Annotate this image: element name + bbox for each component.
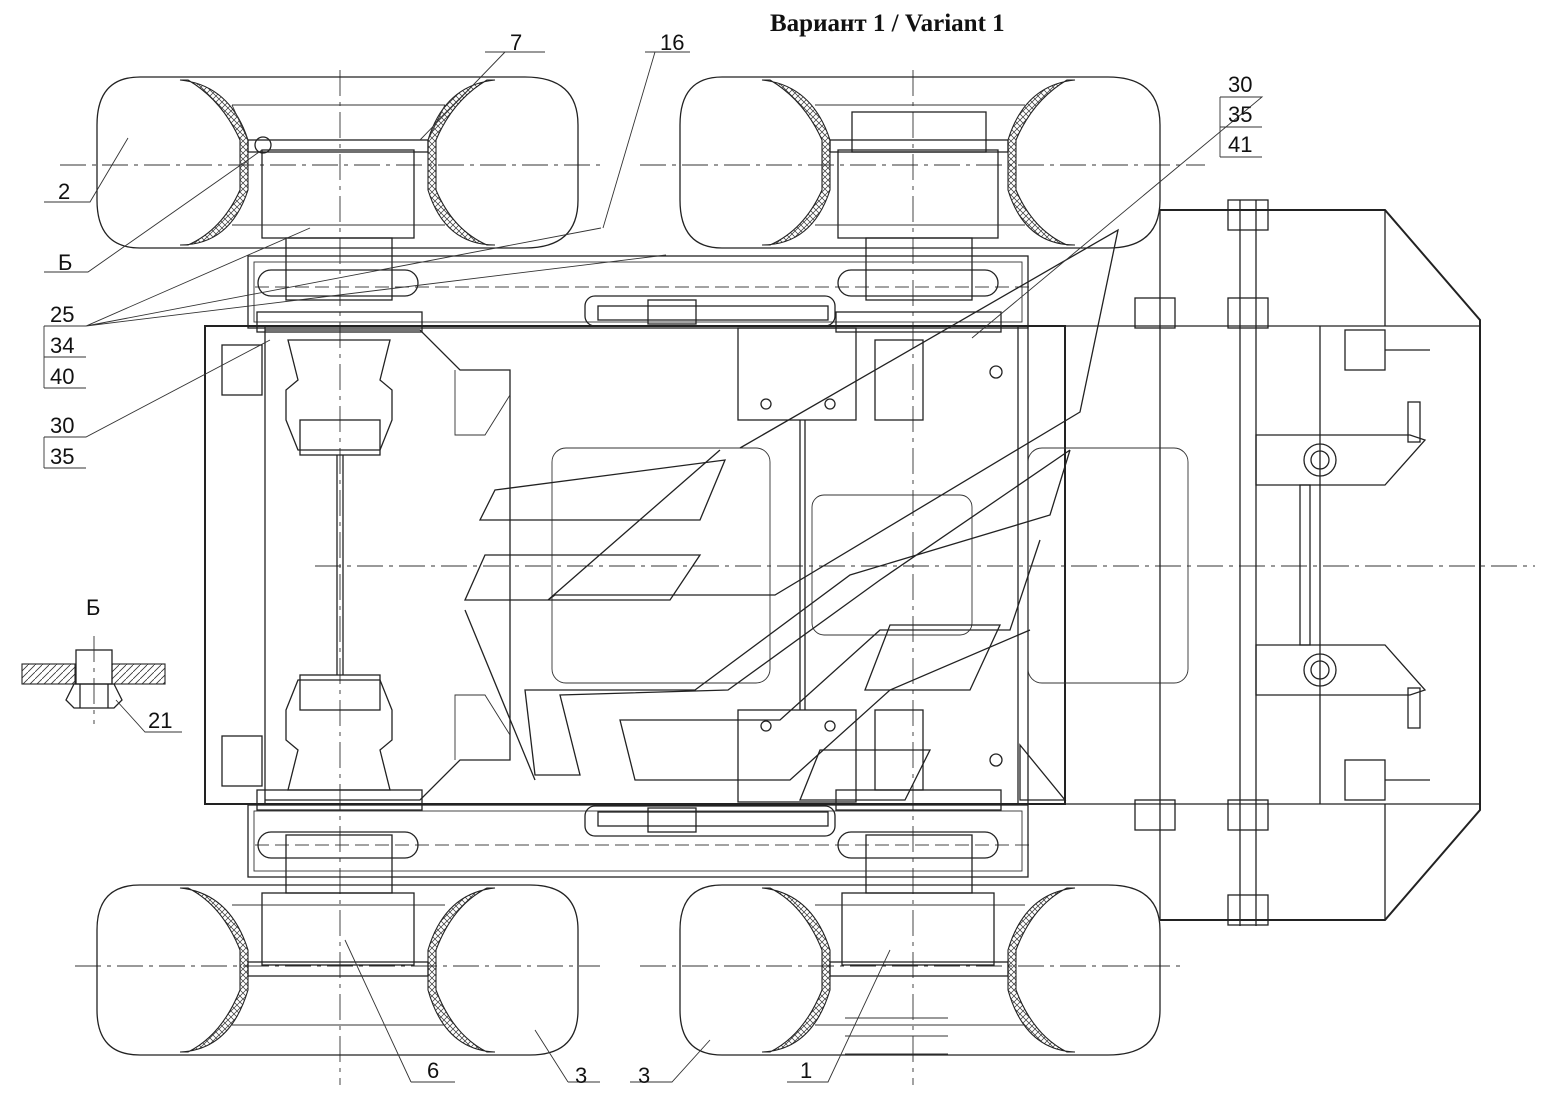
detail-b-label: Б (86, 595, 100, 620)
callouts: 7 16 2 Б 25 34 40 30 35 30 35 41 Б 21 6 … (50, 30, 1252, 1088)
callout-35-left: 35 (50, 444, 74, 469)
wheel-bottom-right (679, 884, 1161, 1056)
callout-35-right: 35 (1228, 102, 1252, 127)
drawing-title: Вариант 1 / Variant 1 (770, 10, 1005, 37)
callout-41: 41 (1228, 132, 1252, 157)
callout-30-right: 30 (1228, 72, 1252, 97)
callout-21: 21 (148, 708, 172, 733)
callout-6: 6 (427, 1058, 439, 1083)
leader-lines (43, 51, 1264, 1083)
callout-25: 25 (50, 302, 74, 327)
callout-3-left: 3 (575, 1063, 587, 1088)
callout-40: 40 (50, 364, 74, 389)
rear-hitch (1027, 199, 1481, 926)
wheel-top-right (679, 76, 1161, 249)
callout-1: 1 (800, 1058, 812, 1083)
axle-units (285, 339, 393, 791)
wheel-top-left (96, 76, 579, 249)
chevron-marking (463, 228, 1119, 801)
callout-34: 34 (50, 333, 74, 358)
center-lines (60, 70, 1535, 1085)
detail-b-view (21, 636, 166, 724)
hubs (285, 237, 973, 894)
callout-30-left: 30 (50, 413, 74, 438)
callout-7: 7 (510, 30, 522, 55)
callout-b-top: Б (58, 250, 72, 275)
main-frame (204, 311, 1066, 811)
callout-16: 16 (660, 30, 684, 55)
callout-3-right: 3 (638, 1063, 650, 1088)
cabin-panels (551, 327, 1067, 803)
callout-2: 2 (58, 179, 70, 204)
wheel-bottom-left (96, 884, 579, 1056)
